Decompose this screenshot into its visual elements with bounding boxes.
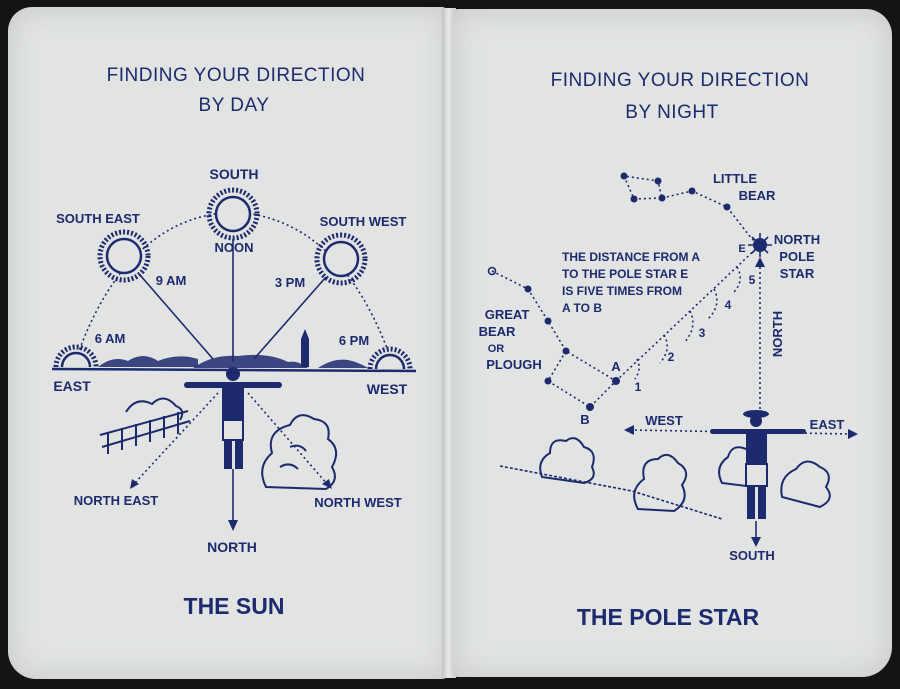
label-9am: 9 AM — [156, 273, 187, 288]
ground-line — [499, 465, 723, 520]
great-bear-constellation — [487, 266, 620, 411]
right-page: FINDING YOUR DIRECTION BY NIGHT — [452, 9, 892, 677]
north-east-line — [132, 392, 219, 486]
fence-and-bushes — [99, 397, 191, 454]
pole-star-icon — [748, 233, 772, 257]
label-south: SOUTH — [210, 166, 259, 182]
sun-path-arc — [75, 211, 392, 360]
label-north-west: NORTH WEST — [314, 495, 401, 510]
left-title-line2: BY DAY — [199, 95, 270, 116]
label-or: OR — [488, 343, 505, 355]
label-n2: 2 — [668, 350, 675, 364]
bushes — [539, 437, 831, 513]
pole-star-diagram: FINDING YOUR DIRECTION BY NIGHT — [479, 70, 858, 630]
north-arrow-icon — [228, 520, 238, 531]
scout-figure — [184, 367, 282, 469]
note-line-1: THE DISTANCE FROM A — [562, 250, 700, 264]
nine-am-line — [139, 274, 214, 360]
label-west: WEST — [367, 381, 408, 397]
sun-icon-west-setting — [367, 346, 413, 370]
north-arrow-icon — [755, 257, 765, 267]
label-great: GREAT — [485, 307, 530, 322]
hills-center — [193, 354, 308, 368]
label-west: WEST — [645, 413, 683, 428]
label-n4: 4 — [725, 298, 732, 312]
label-point-e: E — [738, 243, 745, 255]
label-3pm: 3 PM — [275, 275, 305, 290]
left-page: FINDING YOUR DIRECTION BY DAY — [8, 7, 448, 679]
right-caption: THE POLE STAR — [577, 604, 760, 630]
label-south: SOUTH — [729, 548, 775, 563]
label-point-b: B — [580, 412, 589, 427]
label-north-star-2: POLE — [779, 249, 815, 264]
label-south-east: SOUTH EAST — [56, 211, 140, 226]
sun-icon-south-east — [97, 229, 151, 283]
label-n1: 1 — [635, 380, 642, 394]
hills-left — [98, 356, 198, 367]
little-bear-constellation — [620, 172, 761, 246]
right-title-line1: FINDING YOUR DIRECTION — [551, 70, 810, 91]
left-caption: THE SUN — [184, 593, 285, 619]
right-title-line2: BY NIGHT — [625, 102, 718, 123]
sun-icon-south-west — [314, 232, 368, 286]
note-line-4: A TO B — [562, 301, 602, 315]
label-north: NORTH — [770, 311, 785, 357]
label-n3: 3 — [699, 326, 706, 340]
label-north-star-3: STAR — [780, 266, 815, 281]
sun-diagram: FINDING YOUR DIRECTION BY DAY — [51, 65, 417, 619]
label-noon: NOON — [215, 240, 254, 255]
bush-right — [261, 414, 338, 491]
east-arrow-icon — [848, 429, 858, 439]
south-arrow-icon — [751, 537, 761, 547]
label-north-star-1: NORTH — [774, 232, 820, 247]
note-line-3: IS FIVE TIMES FROM — [562, 284, 682, 298]
distance-arcs — [634, 266, 741, 380]
label-n5: 5 — [749, 273, 756, 287]
scout-figure — [710, 410, 806, 519]
north-west-arrow-icon — [322, 479, 332, 489]
label-plough: PLOUGH — [486, 357, 542, 372]
label-north: NORTH — [207, 539, 257, 555]
west-arrow-icon — [624, 425, 634, 435]
label-little: LITTLE — [713, 171, 757, 186]
label-south-west: SOUTH WEST — [320, 214, 407, 229]
sun-icon-noon — [206, 187, 260, 241]
note-line-2: TO THE POLE STAR E — [562, 267, 688, 281]
sun-icon-east-rising — [53, 344, 99, 368]
hills-right — [318, 359, 368, 368]
label-point-a: A — [611, 359, 621, 374]
north-west-line — [247, 392, 329, 486]
left-title-line1: FINDING YOUR DIRECTION — [107, 65, 366, 86]
church-spire — [301, 339, 309, 367]
label-great-bear: BEAR — [479, 324, 516, 339]
label-north-east: NORTH EAST — [74, 493, 159, 508]
label-bear: BEAR — [739, 188, 776, 203]
label-east: EAST — [810, 417, 845, 432]
pointer-line — [615, 244, 761, 382]
label-6am: 6 AM — [95, 331, 126, 346]
three-pm-line — [253, 276, 327, 360]
north-east-arrow-icon — [130, 479, 139, 489]
label-east: EAST — [53, 378, 91, 394]
label-6pm: 6 PM — [339, 333, 369, 348]
